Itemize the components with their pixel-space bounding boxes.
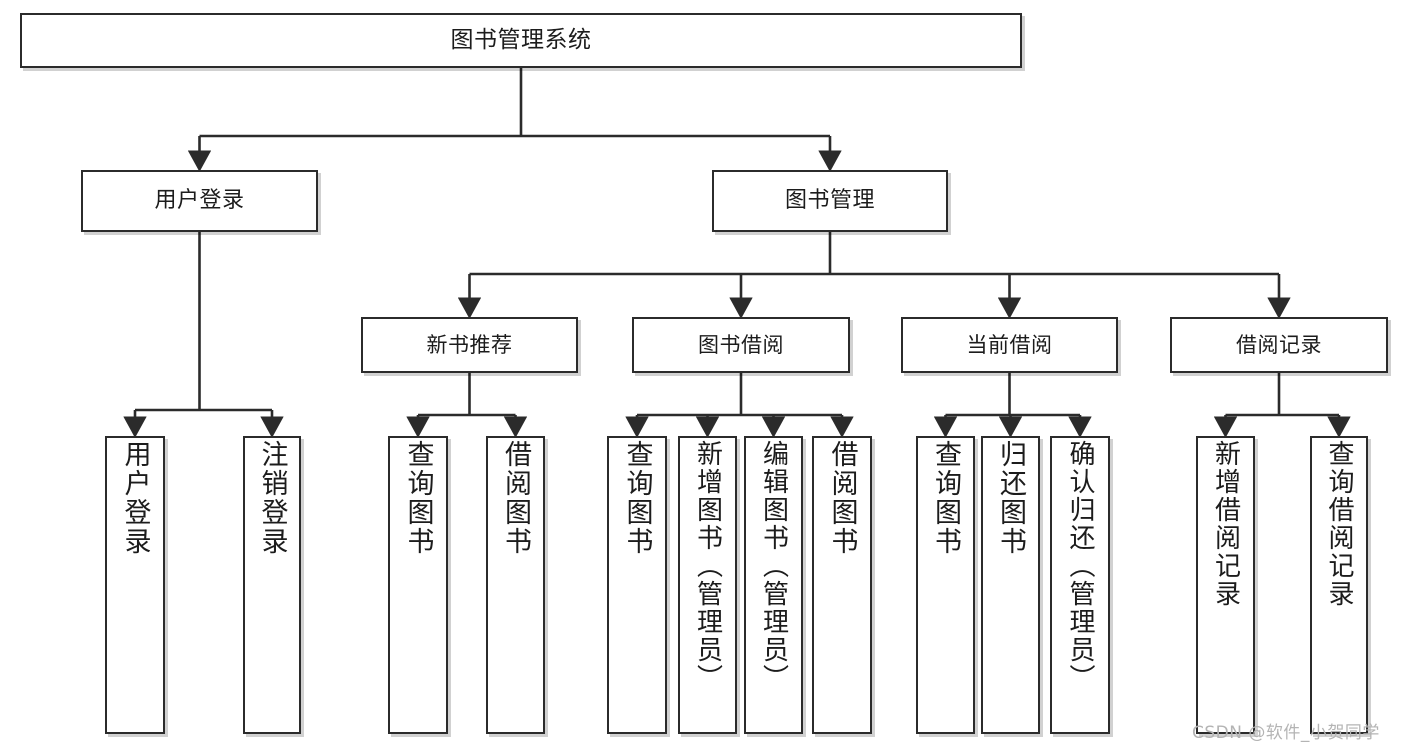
- node-user-login-label: 用户登录: [154, 188, 245, 214]
- node-leaf-confirm-return-label: 确认归还（管理员）: [1065, 440, 1095, 692]
- node-leaf-edit-book[interactable]: 编辑图书（管理员）: [744, 436, 803, 734]
- node-leaf-borrow-book-2[interactable]: 借阅图书: [812, 436, 872, 734]
- node-leaf-query-book-3[interactable]: 查询图书: [916, 436, 975, 734]
- node-book-management[interactable]: 图书管理: [712, 170, 948, 232]
- node-book-management-label: 图书管理: [784, 188, 875, 214]
- node-leaf-query-book-1-label: 查询图书: [402, 440, 434, 556]
- node-leaf-query-book-1[interactable]: 查询图书: [388, 436, 448, 734]
- node-current-borrow-label: 当前借阅: [966, 332, 1053, 357]
- node-book-borrow-label: 图书借阅: [698, 332, 784, 357]
- node-leaf-user-login-label: 用户登录: [119, 440, 151, 556]
- node-borrow-record[interactable]: 借阅记录: [1170, 317, 1388, 373]
- node-leaf-user-login[interactable]: 用户登录: [105, 436, 165, 734]
- node-leaf-return-book[interactable]: 归还图书: [981, 436, 1040, 734]
- node-leaf-add-book-label: 新增图书（管理员）: [692, 440, 723, 692]
- node-leaf-borrow-book-1[interactable]: 借阅图书: [486, 436, 545, 734]
- node-new-book-recommend[interactable]: 新书推荐: [361, 317, 578, 373]
- node-leaf-edit-book-label: 编辑图书（管理员）: [758, 440, 789, 692]
- node-current-borrow[interactable]: 当前借阅: [901, 317, 1118, 373]
- node-leaf-query-borrow-record-label: 查询借阅记录: [1324, 440, 1354, 608]
- node-leaf-query-borrow-record[interactable]: 查询借阅记录: [1310, 436, 1368, 734]
- csdn-watermark: CSDN @软件_小贺同学: [1192, 723, 1380, 743]
- node-leaf-add-borrow-record[interactable]: 新增借阅记录: [1196, 436, 1255, 734]
- node-leaf-add-borrow-record-label: 新增借阅记录: [1210, 440, 1241, 608]
- node-leaf-borrow-book-2-label: 借阅图书: [826, 440, 858, 556]
- node-leaf-query-book-2-label: 查询图书: [621, 440, 653, 556]
- node-new-book-recommend-label: 新书推荐: [426, 332, 513, 357]
- node-leaf-user-logout-label: 注销登录: [256, 440, 288, 556]
- node-leaf-user-logout[interactable]: 注销登录: [243, 436, 301, 734]
- node-leaf-query-book-3-label: 查询图书: [930, 440, 961, 556]
- node-user-login[interactable]: 用户登录: [81, 170, 318, 232]
- node-leaf-add-book[interactable]: 新增图书（管理员）: [678, 436, 737, 734]
- node-book-borrow[interactable]: 图书借阅: [632, 317, 850, 373]
- node-leaf-query-book-2[interactable]: 查询图书: [607, 436, 667, 734]
- node-borrow-record-label: 借阅记录: [1236, 332, 1322, 357]
- node-root[interactable]: 图书管理系统: [20, 13, 1022, 68]
- node-leaf-return-book-label: 归还图书: [995, 440, 1026, 556]
- node-root-label: 图书管理系统: [450, 27, 592, 54]
- node-leaf-confirm-return[interactable]: 确认归还（管理员）: [1050, 436, 1110, 734]
- node-leaf-borrow-book-1-label: 借阅图书: [500, 440, 531, 556]
